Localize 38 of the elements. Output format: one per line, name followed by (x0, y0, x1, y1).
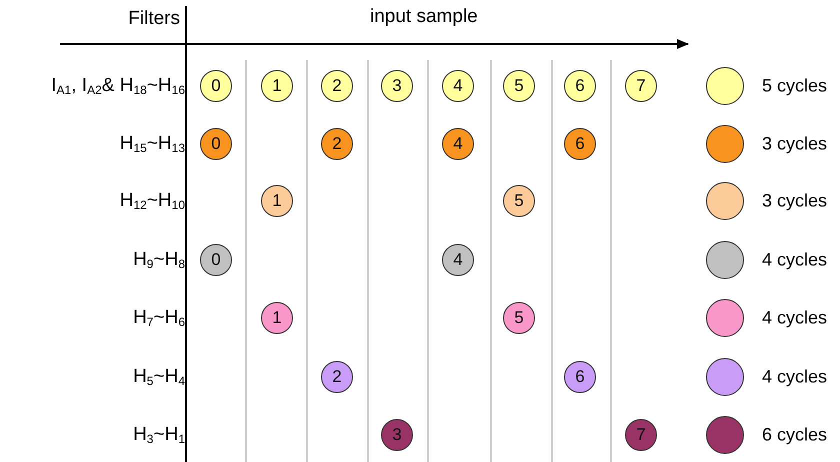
sample-circle: 3 (381, 419, 413, 451)
sample-circle: 5 (503, 70, 535, 102)
legend-label: 4 cycles (762, 308, 828, 328)
filter-label: I$_{A1}$, I$_{A2}$& H$_{18}$~H$_{16}$ (51, 75, 185, 97)
sample-circle: 7 (625, 419, 657, 451)
sample-circle: 7 (625, 70, 657, 102)
sample-circle: 0 (200, 244, 232, 276)
filter-label: H$_{15}$~H$_{13}$ (120, 133, 185, 155)
legend-label: 3 cycles (762, 190, 828, 212)
axis-title: input sample (370, 6, 478, 28)
sample-circle: 6 (564, 128, 596, 160)
sample-circle: 6 (564, 361, 596, 393)
sample-circle: 0 (200, 70, 232, 102)
sample-circle: 1 (261, 70, 293, 102)
sample-circle: 3 (381, 70, 413, 102)
sample-circle: 5 (503, 185, 535, 217)
sample-circle: 2 (321, 70, 353, 102)
legend-label: 4 cycles (762, 366, 828, 388)
sample-circle: 1 (261, 302, 293, 334)
filter-label: H$_{12}$~H$_{10}$ (120, 190, 185, 212)
filter-label: H$_{3}$~H$_{1}$ (133, 424, 185, 446)
sample-circle: 5 (503, 302, 535, 334)
sample-circle: 6 (564, 70, 596, 102)
legend-label: 3 cycles (762, 134, 828, 154)
filter-label: H$_{9}$~H$_{8}$ (133, 249, 185, 271)
sample-circle: 4 (442, 128, 474, 160)
legend-label: 5 cycles (762, 76, 828, 96)
filter-label: H$_{7}$~H$_{6}$ (133, 307, 185, 329)
sample-circle: 2 (321, 128, 353, 160)
sample-circle: 0 (200, 128, 232, 160)
column-header: Filters (128, 8, 180, 30)
filter-label: H$_{5}$~H$_{4}$ (133, 366, 185, 388)
sample-circle: 2 (321, 361, 353, 393)
sample-circle: 1 (261, 185, 293, 217)
legend-label: 6 cycles (762, 424, 828, 446)
legend-label: 4 cycles (762, 250, 828, 270)
sample-circle: 4 (442, 244, 474, 276)
sample-circle: 4 (442, 70, 474, 102)
